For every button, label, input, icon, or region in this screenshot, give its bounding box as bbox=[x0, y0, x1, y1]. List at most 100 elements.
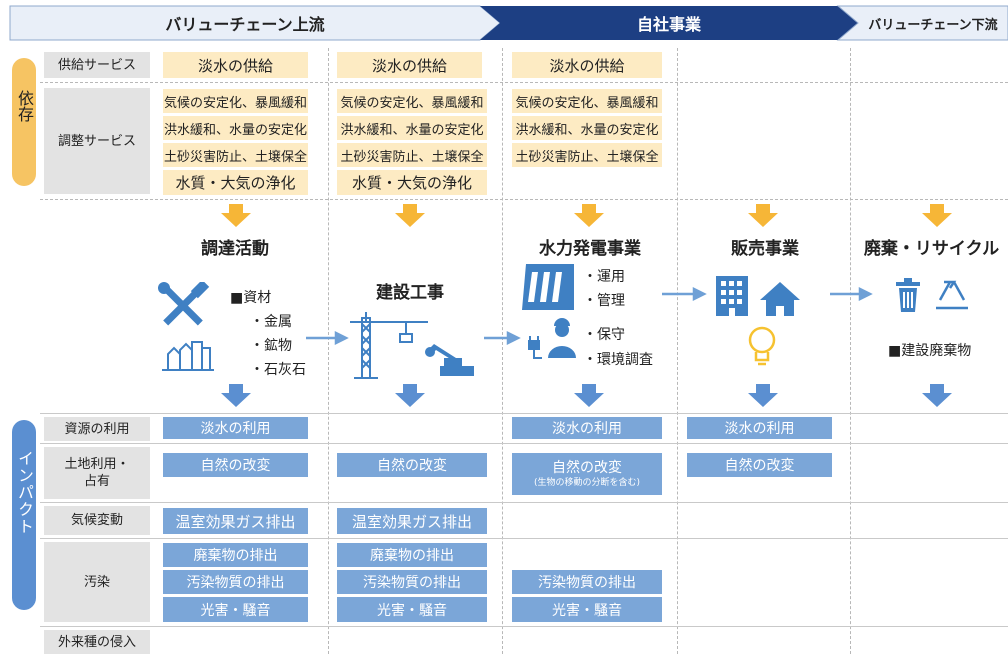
flow-arrow-head bbox=[692, 286, 707, 302]
imp-land-construction: 自然の改変 bbox=[337, 453, 487, 477]
row-divider bbox=[40, 626, 1008, 627]
construction-icons bbox=[350, 312, 474, 379]
flow-arrow-head bbox=[858, 286, 873, 302]
imp-pollution-item: 汚染物質の排出 bbox=[163, 570, 308, 594]
row-divider bbox=[40, 199, 1008, 200]
house-icon bbox=[760, 282, 800, 316]
downstream-title: バリューチェーン下流 bbox=[868, 17, 998, 33]
flow-arrow-head bbox=[334, 330, 349, 346]
down-arrow-icon bbox=[922, 204, 952, 227]
factory-silo-icon bbox=[162, 341, 214, 371]
dep-supply-hydro: 淡水の供給 bbox=[512, 52, 662, 78]
down-arrow-icon bbox=[748, 384, 778, 407]
down-arrow-icon bbox=[574, 384, 604, 407]
activity-disposal-title: 廃棄・リサイクル bbox=[863, 239, 1000, 259]
procurement-item: ・石灰石 bbox=[250, 362, 306, 378]
down-arrow-icon bbox=[395, 384, 425, 407]
activity-procurement-title: 調達活動 bbox=[201, 239, 269, 259]
imp-pollution-item: 光害・騒音 bbox=[163, 597, 308, 622]
imp-pollution-item: 光害・騒音 bbox=[512, 597, 662, 622]
imp-resource-hydro: 淡水の利用 bbox=[512, 417, 662, 439]
row-label-regulating: 調整サービス bbox=[44, 88, 150, 194]
dep-regulating-item: 土砂災害防止、土壌保全 bbox=[163, 143, 308, 167]
header-bar bbox=[9, 5, 1008, 41]
row-label-invasive: 外来種の侵入 bbox=[44, 630, 150, 654]
imp-pollution-item: 廃棄物の排出 bbox=[163, 543, 308, 567]
dep-regulating-item: 水質・大気の浄化 bbox=[163, 170, 308, 195]
down-arrow-icon bbox=[221, 384, 251, 407]
own-business-title: 自社事業 bbox=[636, 15, 701, 34]
crane-icon bbox=[350, 312, 428, 379]
impact-side-label: インパクト bbox=[15, 450, 34, 535]
procurement-icons bbox=[158, 282, 214, 371]
upstream-title: バリューチェーン上流 bbox=[165, 15, 325, 34]
dep-regulating-item: 洪水緩和、水量の安定化 bbox=[337, 116, 487, 140]
row-divider bbox=[40, 538, 1008, 539]
disposal-note: ■建設廃棄物 bbox=[888, 343, 972, 359]
activity-hydro-title: 水力発電事業 bbox=[539, 239, 641, 259]
dep-supply-procurement: 淡水の供給 bbox=[163, 52, 308, 78]
imp-resource-sales: 淡水の利用 bbox=[687, 417, 832, 439]
down-arrow-icon bbox=[221, 204, 251, 227]
dep-regulating-item: 気候の安定化、暴風緩和 bbox=[512, 89, 662, 113]
flow-arrows bbox=[306, 330, 521, 346]
imp-climate-procurement: 温室効果ガス排出 bbox=[163, 508, 308, 534]
imp-land-procurement: 自然の改変 bbox=[163, 453, 308, 477]
row-label-climate: 気候変動 bbox=[44, 506, 150, 535]
downstream-banner bbox=[836, 5, 1008, 41]
down-arrow-icon bbox=[574, 204, 604, 227]
imp-pollution-item: 廃棄物の排出 bbox=[337, 543, 487, 567]
impact-arrows bbox=[221, 384, 952, 407]
impact-side-bar bbox=[12, 420, 36, 610]
activity-construction-title: 建設工事 bbox=[376, 283, 444, 303]
worker-icon bbox=[528, 318, 576, 359]
own-business-banner bbox=[480, 6, 858, 40]
excavator-icon bbox=[425, 344, 474, 376]
imp-pollution-item: 光害・騒音 bbox=[337, 597, 487, 622]
row-label-resource-use: 資源の利用 bbox=[44, 417, 150, 441]
imp-resource-procurement: 淡水の利用 bbox=[163, 417, 308, 439]
imp-land-hydro: 自然の改変 (生物の移動の分断を含む) bbox=[512, 453, 662, 495]
dep-supply-construction: 淡水の供給 bbox=[337, 52, 482, 78]
lightbulb-icon bbox=[748, 326, 776, 366]
recycle-icon bbox=[936, 280, 968, 310]
column-divider bbox=[328, 48, 329, 654]
column-divider bbox=[850, 48, 851, 654]
down-arrow-icon bbox=[748, 204, 778, 227]
column-divider bbox=[677, 48, 678, 654]
imp-land-hydro-sub: (生物の移動の分断を含む) bbox=[533, 477, 641, 488]
imp-pollution-item: 汚染物質の排出 bbox=[512, 570, 662, 594]
procurement-item: ・金属 bbox=[250, 314, 292, 330]
hydro-item: ・運用 bbox=[583, 269, 625, 285]
dep-regulating-item: 気候の安定化、暴風緩和 bbox=[337, 89, 487, 113]
dependency-side-bar bbox=[12, 58, 36, 186]
dependency-side-label: 依存 bbox=[15, 90, 34, 122]
dam-icon bbox=[522, 264, 574, 310]
hydro-item: ・環境調査 bbox=[583, 352, 653, 368]
flow-arrow-head bbox=[506, 330, 521, 346]
dep-regulating-item: 洪水緩和、水量の安定化 bbox=[512, 116, 662, 140]
hydro-item: ・保守 bbox=[583, 327, 625, 343]
imp-pollution-item: 汚染物質の排出 bbox=[337, 570, 487, 594]
building-icon bbox=[716, 276, 748, 316]
hydro-item: ・管理 bbox=[583, 293, 625, 309]
imp-climate-construction: 温室効果ガス排出 bbox=[337, 508, 487, 534]
row-label-supply: 供給サービス bbox=[44, 52, 150, 78]
row-divider bbox=[40, 413, 1008, 414]
procurement-item: ・鉱物 bbox=[250, 338, 292, 354]
column-divider bbox=[502, 48, 503, 654]
imp-land-sales: 自然の改変 bbox=[687, 453, 832, 477]
row-divider bbox=[40, 502, 1008, 503]
procurement-list-title: ■資材 bbox=[230, 290, 272, 306]
row-label-land-use: 土地利用・ 占有 bbox=[44, 447, 150, 499]
trash-can-icon bbox=[896, 278, 920, 312]
hydro-icons bbox=[522, 264, 576, 359]
hammer-wrench-icon bbox=[158, 282, 210, 326]
dep-regulating-item: 土砂災害防止、土壌保全 bbox=[512, 143, 662, 167]
dependency-arrows bbox=[221, 204, 952, 227]
down-arrow-icon bbox=[922, 384, 952, 407]
dep-regulating-item: 土砂災害防止、土壌保全 bbox=[337, 143, 487, 167]
row-label-pollution: 汚染 bbox=[44, 542, 150, 622]
dep-regulating-item: 洪水緩和、水量の安定化 bbox=[163, 116, 308, 140]
row-divider bbox=[40, 443, 1008, 444]
